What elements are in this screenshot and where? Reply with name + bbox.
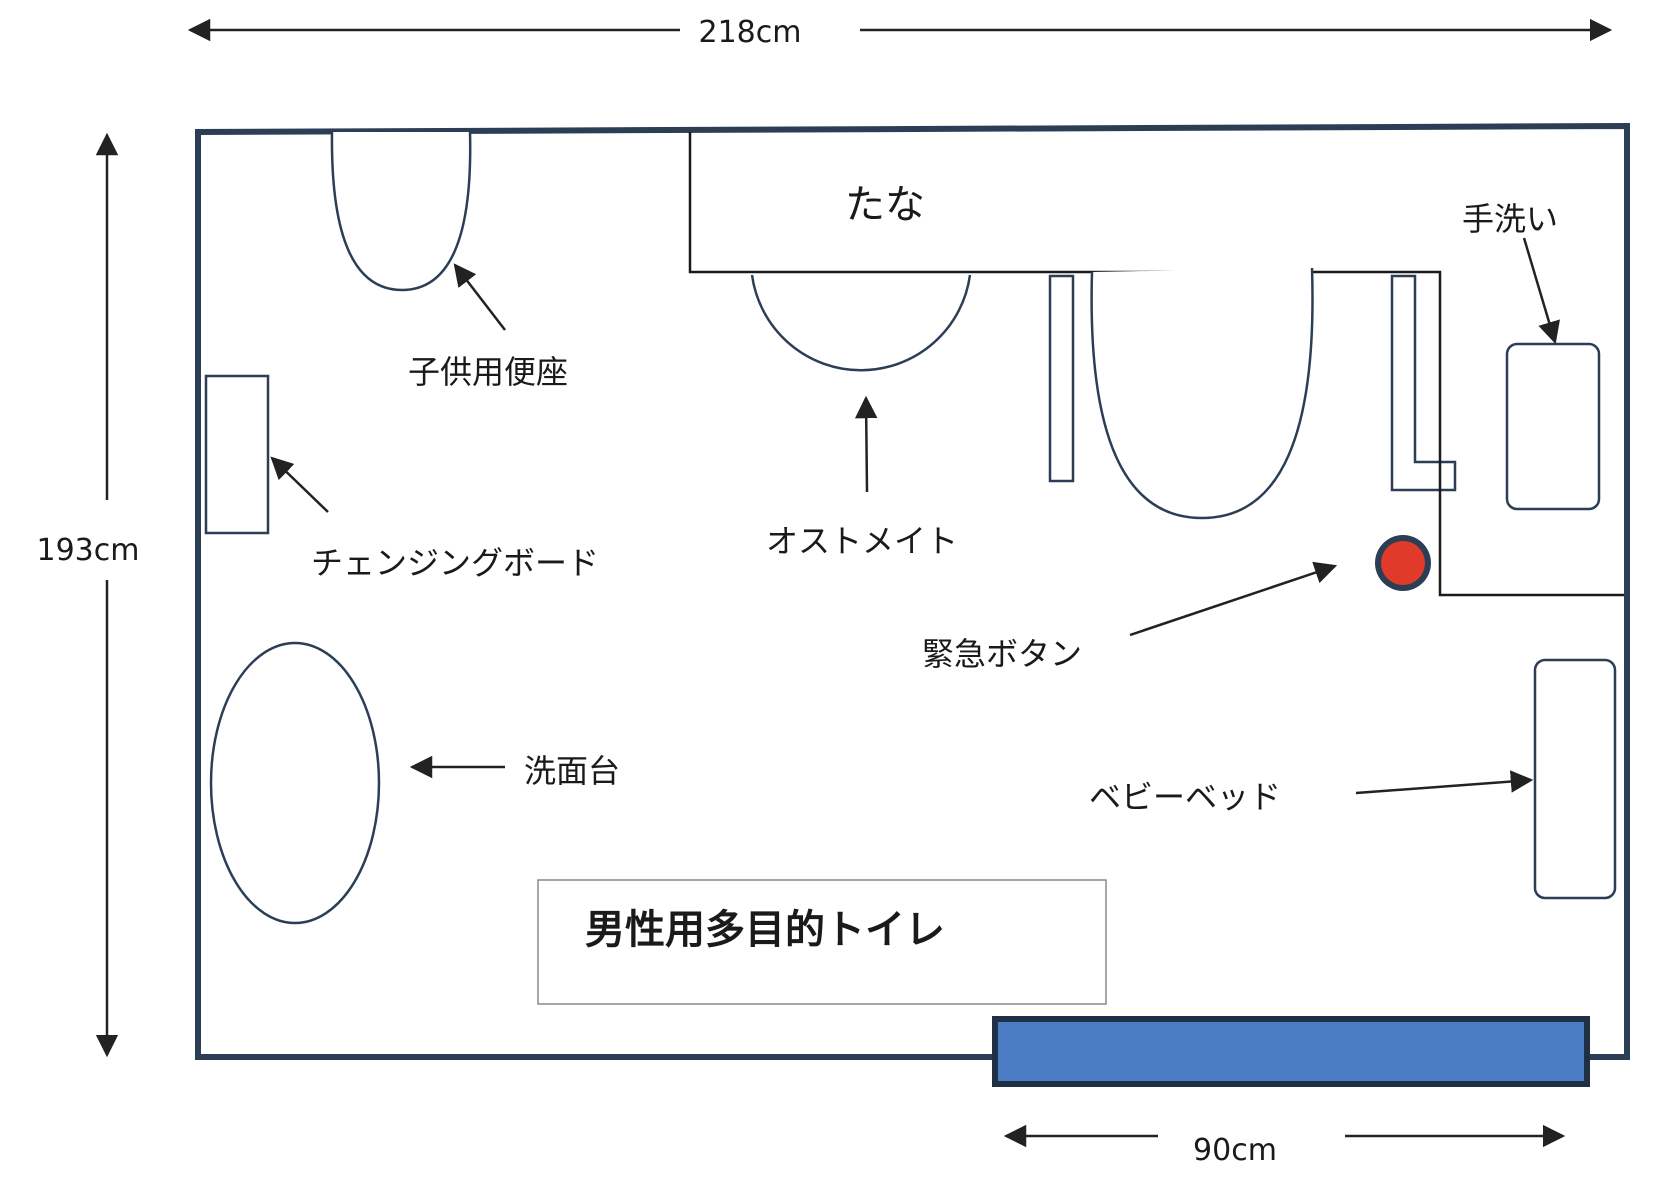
child-toilet-seat-label: 子供用便座 xyxy=(408,353,568,391)
emergency-button xyxy=(1381,541,1425,585)
height-label: 193cm xyxy=(37,533,140,568)
partition-wall xyxy=(1438,460,1624,597)
door-width-label: 90cm xyxy=(1193,1133,1277,1168)
ostomate-label: オストメイト xyxy=(766,522,958,560)
shelf-label: たな xyxy=(845,182,925,228)
hand-wash-sink xyxy=(1505,342,1601,511)
changing-board xyxy=(204,374,270,535)
shelf xyxy=(688,132,1442,460)
ostomate xyxy=(750,274,972,372)
toilet-bowl xyxy=(1090,267,1314,520)
door-dimension: 90cm xyxy=(1003,1124,1566,1168)
room-wall xyxy=(195,122,1630,1060)
width-dimension: 218cm xyxy=(187,15,1613,50)
hand-wash-label: 手洗い xyxy=(1462,200,1558,238)
wash-basin xyxy=(209,641,381,925)
room-title-box xyxy=(537,879,1107,1005)
baby-bed-label: ベビーベッド xyxy=(1089,778,1281,816)
grab-bar-right xyxy=(1390,274,1457,492)
changing-board-label: チェンジングボード xyxy=(311,544,599,582)
grab-bar-left xyxy=(1048,274,1075,483)
child-toilet-seat xyxy=(330,131,472,292)
room-title: 男性用多目的トイレ xyxy=(585,907,945,953)
baby-bed xyxy=(1533,658,1617,900)
width-label: 218cm xyxy=(699,15,802,50)
door xyxy=(992,1016,1590,1087)
height-dimension: 193cm xyxy=(37,132,140,1058)
wash-basin-label: 洗面台 xyxy=(524,752,620,790)
emergency-button-label: 緊急ボタン xyxy=(922,635,1082,673)
